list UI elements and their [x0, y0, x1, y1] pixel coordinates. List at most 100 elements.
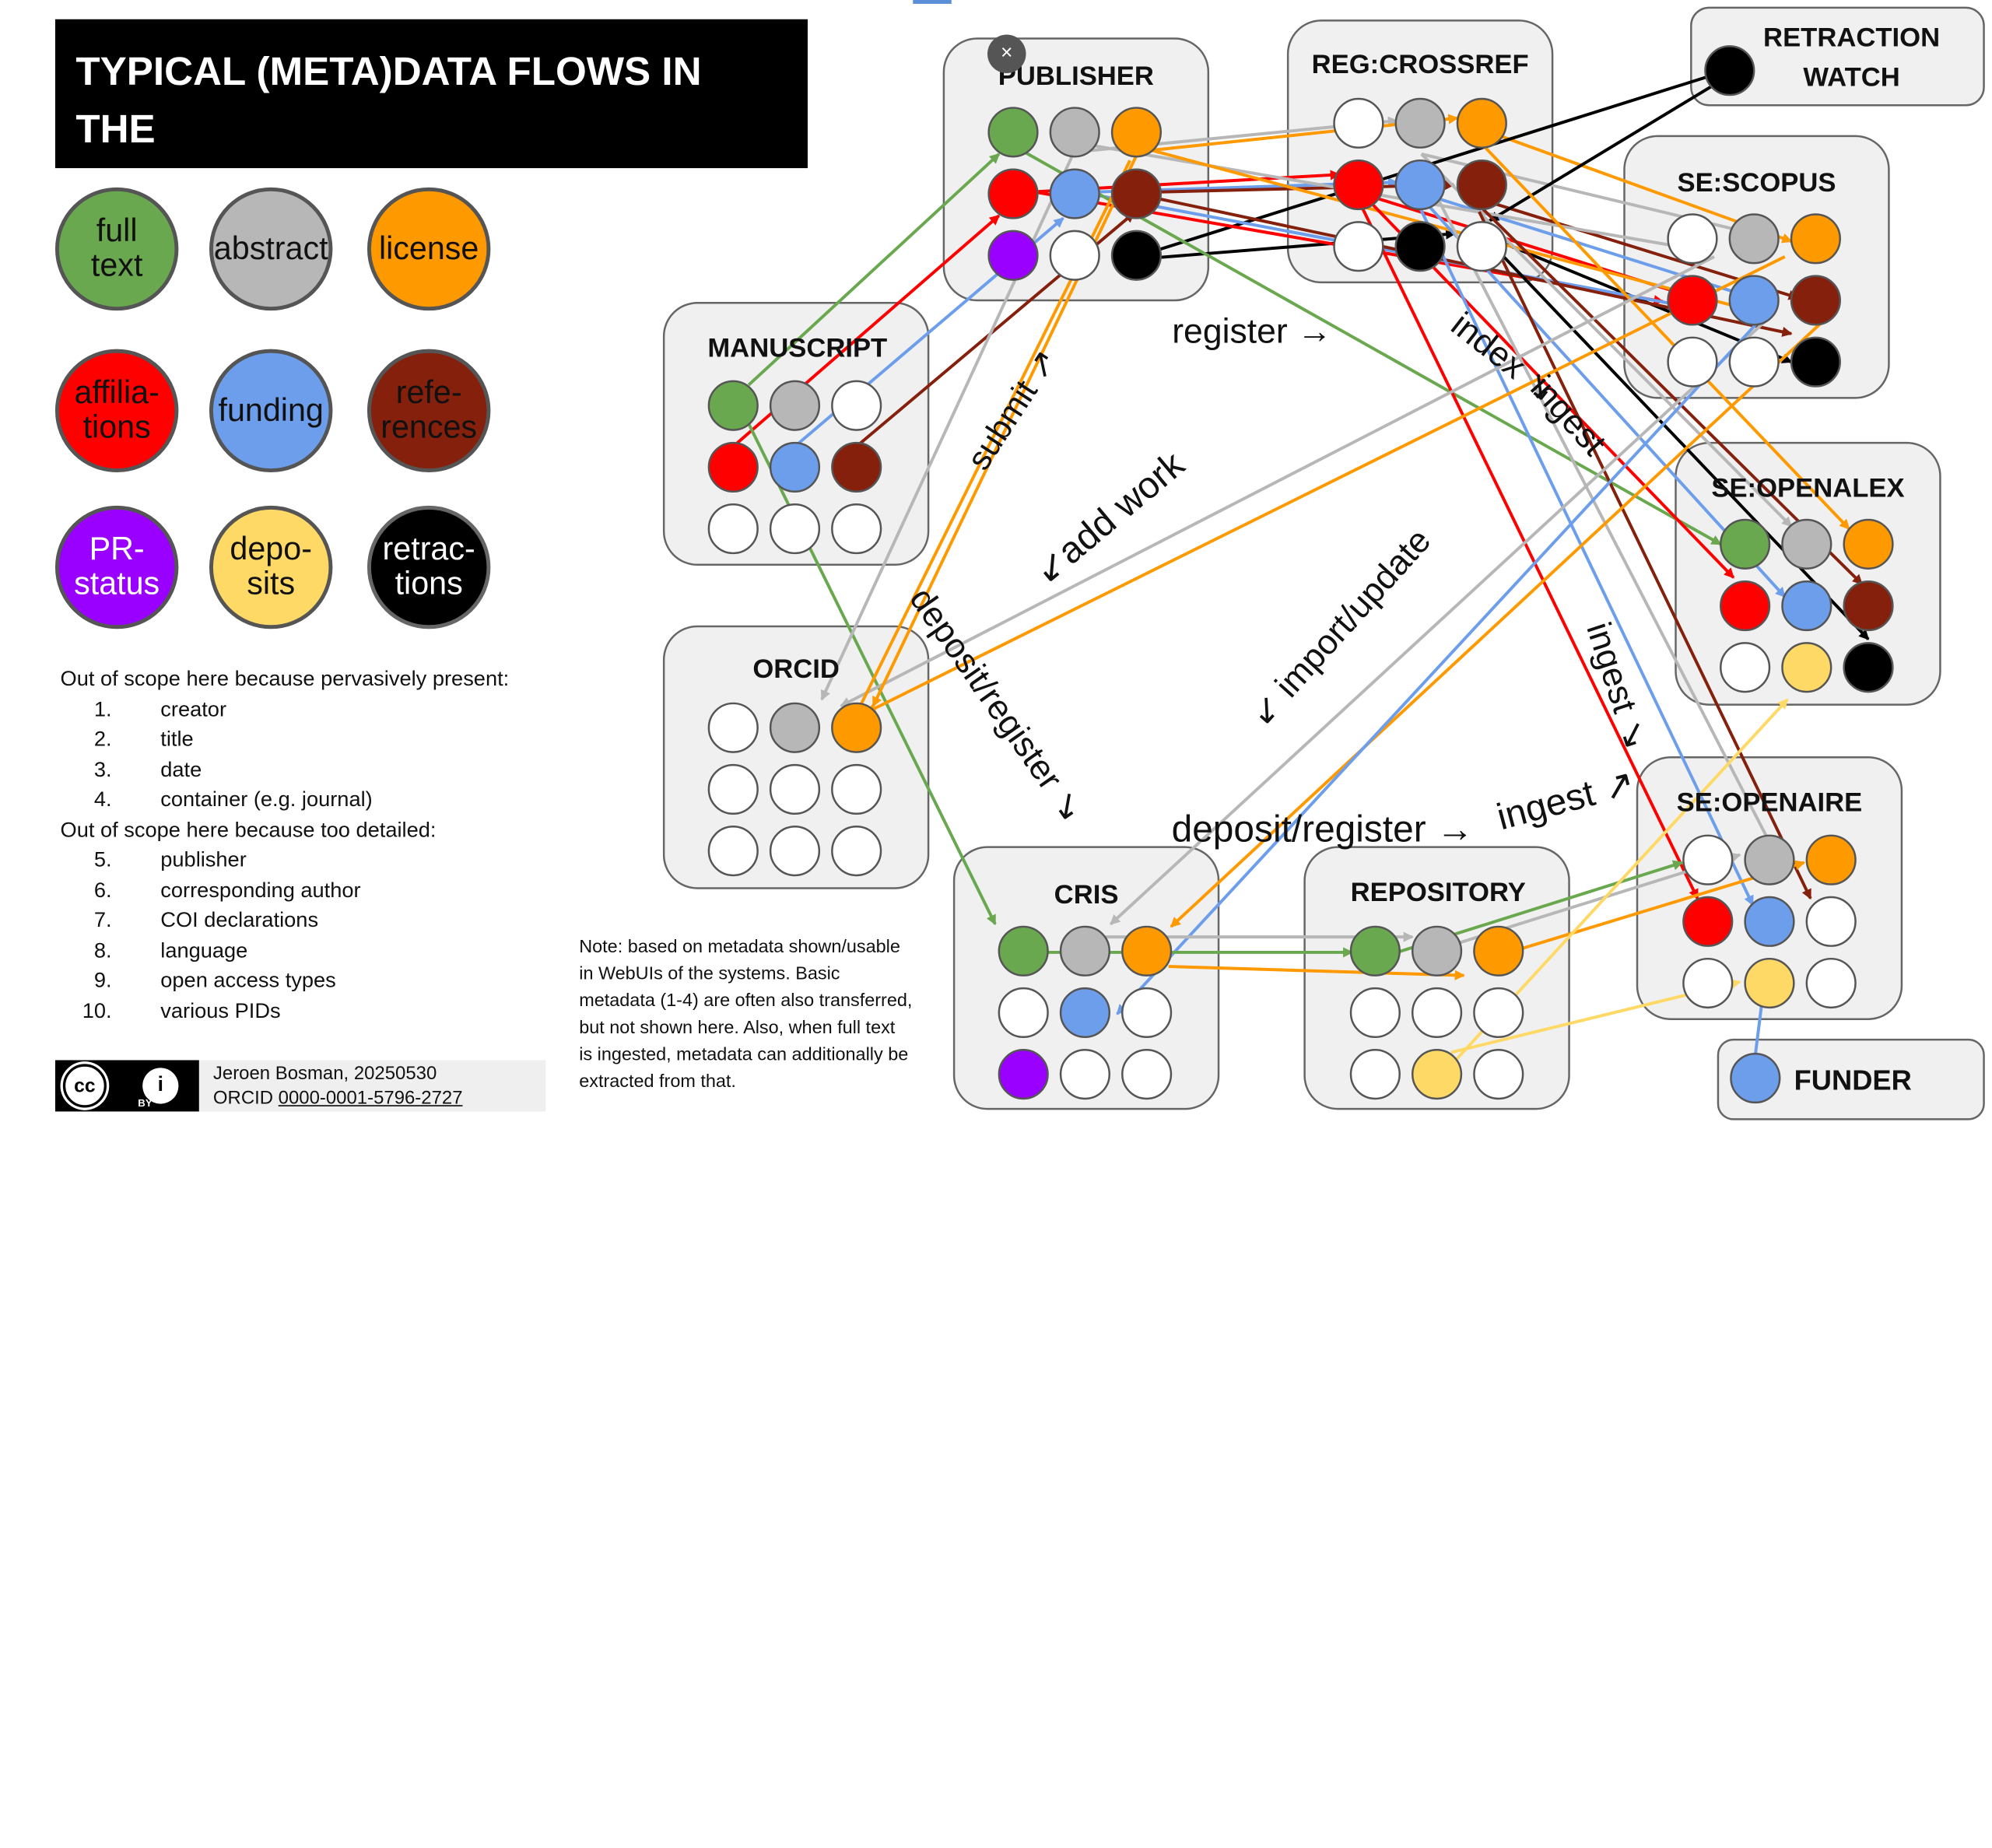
node-cris-empty-cell: [1121, 1049, 1173, 1100]
node-retractionwatch-retractions-cell: [1704, 45, 1755, 96]
node-orcid-label: ORCID: [752, 654, 840, 684]
node-orcid: [662, 625, 930, 889]
node-crossref-retractions-cell: [1394, 221, 1446, 272]
node-publisher-retractions-cell: [1110, 230, 1163, 281]
legend-affiliations: affilia- tions: [54, 349, 179, 473]
arrow-license: [1478, 140, 1850, 530]
cc-icon: cc: [62, 1064, 107, 1108]
scope-item-text: language: [160, 938, 248, 963]
arrow-references: [1478, 211, 1812, 900]
scope-item-text: corresponding author: [160, 878, 361, 902]
node-cris-empty-cell: [1059, 1049, 1111, 1100]
arrow-abstract: [1420, 153, 1793, 528]
scope-item-text: container (e.g. journal): [160, 787, 373, 812]
node-cris: [952, 846, 1220, 1110]
arrow-retractions: [1488, 75, 1728, 223]
node-repository-abstract-cell: [1411, 925, 1463, 977]
node-cris-license-cell: [1121, 925, 1173, 977]
node-openalex-retractions-cell: [1843, 642, 1894, 693]
scope-item-text: publisher: [160, 848, 247, 872]
legend-license: license: [366, 187, 491, 311]
node-cris-abstract-cell: [1059, 925, 1111, 977]
node-repository-deposits-cell: [1411, 1049, 1463, 1100]
title-line-1: TYPICAL (META)DATA FLOWS IN THE: [75, 48, 702, 152]
node-cris-label: CRIS: [1054, 880, 1119, 910]
note-text: Note: based on metadata shown/usable in …: [579, 937, 913, 1092]
arrow-funding: [1116, 320, 1761, 1015]
orcid-prefix: ORCID: [212, 1088, 279, 1110]
node-crossref-license-cell: [1456, 97, 1507, 149]
node-publisher-label: PUBLISHER: [998, 61, 1154, 91]
node-scopus-license-cell: [1790, 213, 1841, 265]
out-of-scope-list: Out of scope here because pervasively pr…: [61, 665, 510, 1026]
node-manuscript-empty-cell: [707, 503, 759, 555]
orcid-link[interactable]: 0000-0001-5796-2727: [278, 1088, 463, 1110]
scope-item: 5.publisher: [61, 846, 510, 876]
legend-abstract: abstract: [209, 187, 333, 311]
scope-item-text: creator: [160, 697, 227, 721]
arrow-funding: [1417, 205, 1755, 906]
node-repository-empty-cell: [1411, 987, 1463, 1039]
arrow-license: [1170, 319, 1825, 928]
scope-item-number: 8.: [93, 938, 112, 963]
scope-item-text: date: [160, 758, 202, 781]
arrow-abstract: [840, 255, 1715, 707]
node-openalex-empty-cell: [1720, 642, 1771, 693]
node-manuscript-funding-cell: [769, 441, 821, 493]
node-cris-fulltext-cell: [998, 925, 1049, 977]
node-manuscript-fulltext-cell: [707, 380, 759, 431]
node-openalex-license-cell: [1843, 518, 1894, 570]
arrow-license: [872, 146, 1142, 707]
node-orcid-empty-cell: [707, 826, 759, 877]
node-publisher-references-cell: [1110, 168, 1163, 219]
node-scopus-empty-cell: [1728, 336, 1780, 387]
node-repository-empty-cell: [1473, 1049, 1524, 1100]
cc-by-badge[interactable]: cc i BY: [54, 1060, 199, 1112]
node-openaire-label: SE:OPENAIRE: [1677, 787, 1863, 817]
scope-item-text: open access types: [160, 969, 336, 993]
node-crossref-empty-cell: [1333, 97, 1384, 149]
node-crossref-empty-cell: [1456, 221, 1507, 272]
node-funder: [1717, 1038, 1985, 1120]
node-openalex-references-cell: [1843, 580, 1894, 632]
node-orcid-empty-cell: [707, 702, 759, 753]
arrow-funding: [1082, 191, 1696, 312]
node-repository-license-cell: [1473, 925, 1524, 977]
author-credit: Jeroen Bosman, 20250530 ORCID 0000-0001-…: [213, 1063, 463, 1112]
license-bar: cc i BY Jeroen Bosman, 20250530 ORCID 00…: [54, 1060, 546, 1112]
node-openaire-funding-cell: [1744, 896, 1795, 947]
scope-item-text: COI declarations: [160, 908, 319, 932]
scope-item: 4.container (e.g. journal): [61, 785, 510, 815]
node-manuscript-empty-cell: [769, 503, 821, 555]
node-retractionwatch-label-2: WATCH: [1803, 63, 1899, 93]
by-label: BY: [138, 1097, 153, 1110]
node-publisher-abstract-cell: [1049, 107, 1100, 158]
arrow-abstract: [1110, 319, 1767, 926]
node-cris-empty-cell: [1121, 987, 1173, 1039]
node-funder-label: FUNDER: [1794, 1064, 1912, 1096]
node-crossref-label: REG:CROSSREF: [1312, 50, 1529, 79]
node-cris-empty-cell: [998, 987, 1049, 1039]
close-icon[interactable]: ×: [987, 34, 1026, 74]
node-repository: [1303, 846, 1570, 1110]
node-manuscript-affiliations-cell: [707, 441, 759, 493]
node-scopus: [1623, 135, 1890, 399]
node-crossref-abstract-cell: [1394, 97, 1446, 149]
legend-fulltext: full text: [54, 187, 179, 311]
legend-funding: funding: [209, 349, 333, 473]
node-openaire-license-cell: [1805, 834, 1857, 885]
node-repository-empty-cell: [1473, 987, 1524, 1039]
node-orcid-empty-cell: [769, 763, 821, 815]
arrow-abstract: [1420, 166, 1774, 849]
page-title: TYPICAL (META)DATA FLOWS IN THE SCHOLARL…: [54, 19, 808, 209]
scope-item: 6.corresponding author: [61, 876, 510, 906]
node-openalex-fulltext-cell: [1720, 518, 1771, 570]
arrow-license: [865, 255, 1786, 714]
node-manuscript: [662, 302, 930, 566]
scope-item: 8. language: [61, 936, 510, 966]
arrow-abstract: [1082, 142, 1710, 255]
flow-label-ingest2: ingest ↗: [1492, 762, 1640, 838]
scope-item: 2.title: [61, 725, 510, 756]
scope-item: 1.creator: [61, 695, 510, 725]
legend-deposits: depo- sits: [209, 505, 333, 629]
